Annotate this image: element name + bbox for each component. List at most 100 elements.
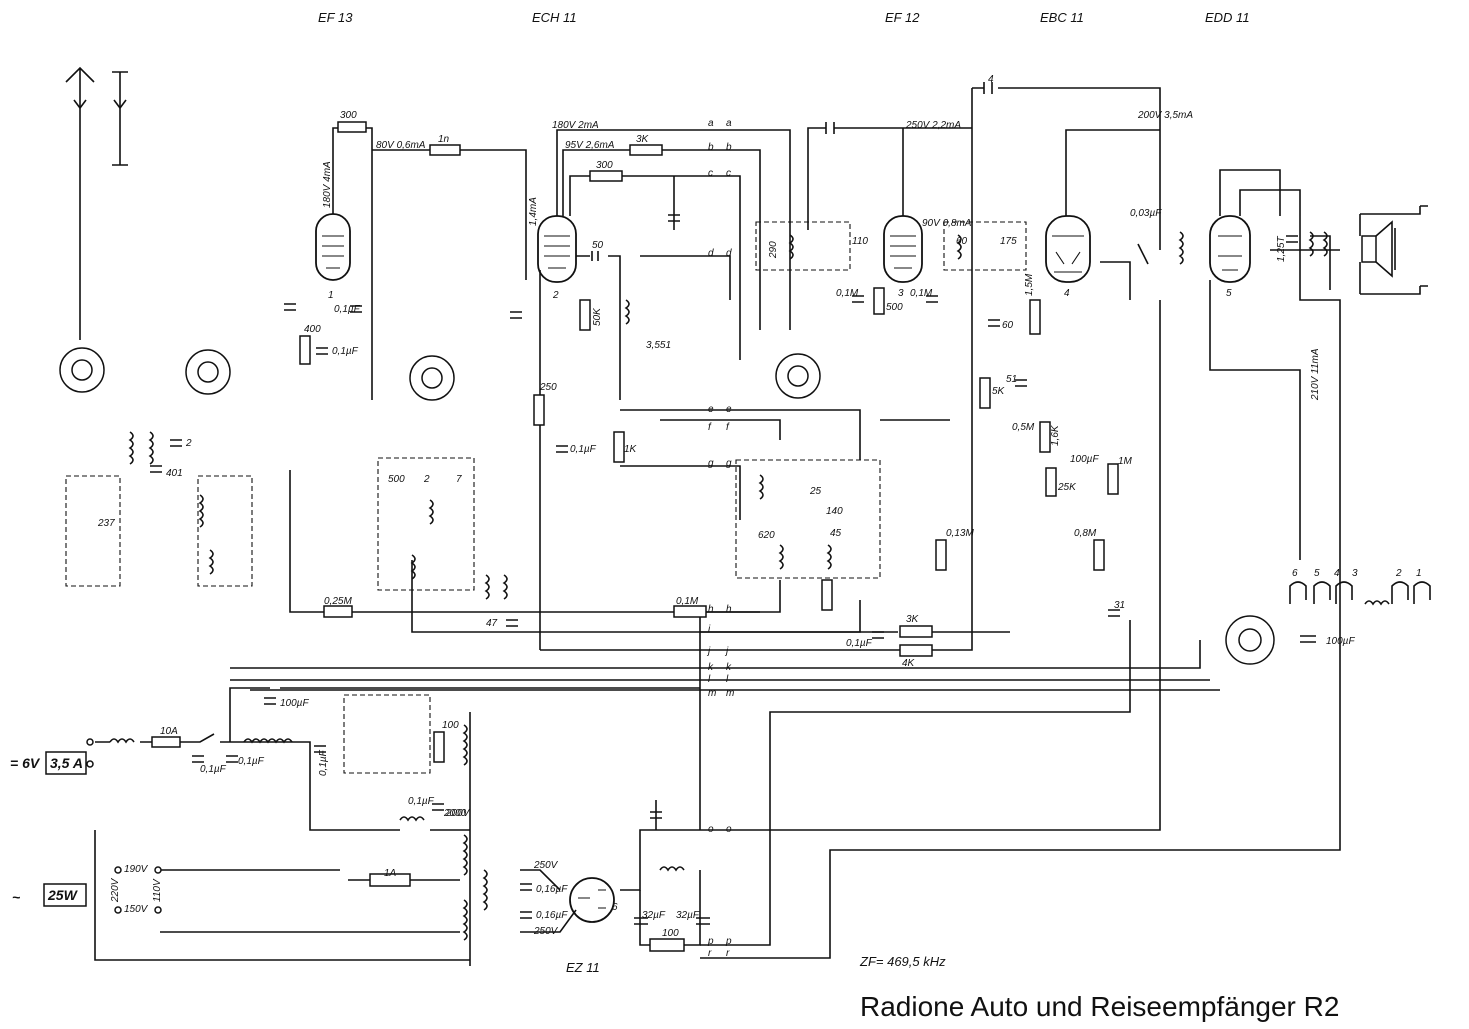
- label-c50: 50: [592, 240, 604, 251]
- bus-i-left: i: [708, 624, 711, 635]
- shield-cans: [65, 221, 1027, 774]
- bus-g-left: g: [708, 458, 714, 469]
- bus-m-right: m: [726, 688, 734, 699]
- label-tap-150: 150V: [124, 904, 149, 915]
- zf-label: ZF= 469,5 kHz: [859, 954, 946, 969]
- bus-a-right: a: [726, 118, 732, 129]
- label-c01m: 0,1M: [836, 288, 859, 299]
- speaker-icon: [1359, 205, 1428, 294]
- label-c31: 31: [1114, 600, 1125, 611]
- switch-number-5: 5: [1314, 568, 1320, 579]
- resistors: [151, 121, 1119, 952]
- tube-label-ez11: EZ 11: [566, 960, 600, 975]
- label-c620: 620: [758, 530, 775, 541]
- voltage-ech11-plate: 180V 2mA: [552, 120, 599, 131]
- label-c32b: 32µF: [676, 910, 700, 921]
- label-r025m: 0,25M: [324, 596, 352, 607]
- voltage-ef12-screen: 90V 0,8mA: [922, 218, 972, 229]
- bus-h-right: h: [726, 604, 732, 615]
- voltage-210v: 210V 11mA: [1310, 348, 1321, 401]
- label-c290: 290: [768, 241, 779, 259]
- label-ac-power: 25W: [47, 887, 79, 903]
- antenna: [65, 66, 128, 340]
- label-c100uf-t: 100µF: [280, 698, 309, 709]
- label-c100uf-r: 100µF: [1326, 636, 1355, 647]
- bus-k-left: k: [708, 662, 714, 673]
- tube-pin-ez11: 6: [612, 902, 618, 913]
- bus-l-left: l: [708, 674, 711, 685]
- label-c01-g: 0,1µF: [238, 756, 265, 767]
- bus-p-right: p: [725, 936, 732, 947]
- label-c01-e: 0,1µF: [846, 638, 873, 649]
- label-r1n: 1n: [438, 134, 450, 145]
- label-r100: 100: [442, 720, 459, 731]
- switch-number-2: 2: [1395, 568, 1402, 579]
- label-c47: 47: [486, 618, 498, 629]
- label-r50k: 50K: [592, 307, 603, 326]
- bus-h-left: h: [708, 604, 714, 615]
- label-c100: 100µF: [1070, 454, 1099, 465]
- tube-label-edd11: EDD 11: [1205, 10, 1250, 25]
- label-dc-fuse: 3,5 A: [50, 755, 83, 771]
- label-r013m: 0,13M: [946, 528, 974, 539]
- switch-number-6: 6: [1292, 568, 1298, 579]
- bus-k-right: k: [726, 662, 732, 673]
- voltage-ef13-plate: 180V 4mA: [322, 161, 333, 208]
- label-c401: 401: [166, 468, 183, 479]
- bus-j-left: j: [706, 646, 711, 657]
- label-r15m: 1,5M: [1024, 273, 1035, 296]
- label-c01-h: 0,1µF: [318, 749, 329, 776]
- label-c7: 7: [456, 474, 462, 485]
- label-r5k: 5K: [992, 386, 1006, 397]
- label-c016a: 0,16µF: [536, 884, 568, 895]
- label-r08m: 0,8M: [1074, 528, 1097, 539]
- label-dc-voltage: = 6V: [10, 755, 41, 771]
- label-c01-a: 0,1µF: [570, 444, 597, 455]
- label-r3k-a: 3K: [636, 134, 650, 145]
- bus-r-right: r: [726, 948, 730, 959]
- label-r300-a: 300: [340, 110, 357, 121]
- switch-number-1: 1: [1416, 568, 1422, 579]
- label-l3551: 3,551: [646, 340, 671, 351]
- label-c140: 140: [826, 506, 843, 517]
- bus-b-left: b: [708, 142, 714, 153]
- label-r3k-b: 3K: [906, 614, 920, 625]
- label-fuse-10a: 10A: [160, 726, 178, 737]
- label-r16k: 1,6K: [1050, 424, 1061, 446]
- plug-connectors: [86, 581, 1431, 914]
- label-r1k: 1K: [624, 444, 638, 455]
- bus-p-left: p: [707, 936, 714, 947]
- label-r400: 400: [304, 324, 321, 335]
- bus-m-left: m: [708, 688, 716, 699]
- label-c01-b: 0,1µF: [332, 346, 359, 357]
- tube-ez11: 6: [569, 877, 618, 923]
- tube-pin-ech11: 2: [552, 290, 559, 301]
- bus-l-right: l: [726, 674, 729, 685]
- bus-o-left: o: [708, 824, 714, 835]
- label-r4k: 4K: [902, 658, 916, 669]
- switch-number-4: 4: [1334, 568, 1340, 579]
- label-c60b: 60: [1002, 320, 1014, 331]
- label-c237: 237: [97, 518, 115, 529]
- label-fuse-1a: 1A: [384, 868, 397, 879]
- label-c01-f: 0,1µF: [200, 764, 227, 775]
- power-labels: 10A 1A 190V 220V 150V 110V = 6V 3,5 A ~ …: [10, 726, 397, 915]
- tube-ebc11: 4: [1045, 215, 1091, 299]
- label-r250: 250: [539, 382, 557, 393]
- label-c60: 60: [956, 236, 968, 247]
- tube-label-ef13: EF 13: [318, 10, 353, 25]
- label-tap-110: 110V: [152, 878, 163, 902]
- bus-c-left: c: [708, 168, 713, 179]
- bus-e-right: e: [726, 404, 732, 415]
- bus-c-right: c: [726, 168, 731, 179]
- bus-d-right: d: [726, 248, 732, 259]
- bus-g-right: g: [726, 458, 732, 469]
- label-c2: 2: [185, 438, 192, 449]
- page-title: Radione Auto und Reiseempfänger R2: [860, 991, 1339, 1022]
- voltage-ef13-screen: 80V 0,6mA: [376, 140, 426, 151]
- label-c2b: 2: [423, 474, 430, 485]
- tube-label-ef12: EF 12: [885, 10, 920, 25]
- switch-numbers: 6 5 4 3 2 1: [1292, 568, 1422, 579]
- label-r01m: 0,1M: [676, 596, 699, 607]
